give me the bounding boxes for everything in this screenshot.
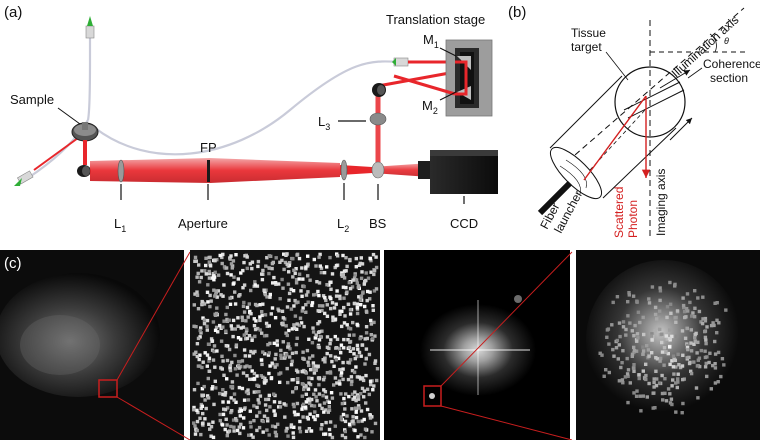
label-tissue-2: target (571, 40, 602, 54)
fiber-tip-reference (392, 57, 409, 67)
cylinder-top-edge (549, 75, 623, 149)
reference-beam-stage (455, 60, 468, 96)
leader-m1 (439, 47, 457, 57)
label-imaging-axis: Imaging axis (654, 169, 668, 236)
panel-c-images (0, 250, 760, 440)
label-tissue-1: Tissue (571, 26, 606, 40)
label-theta: θ (724, 36, 729, 46)
lens-l3 (369, 112, 387, 126)
leader-m2 (439, 91, 457, 101)
fiber-to-reference (94, 60, 401, 156)
theta-arc (709, 33, 717, 53)
leader-coherence (687, 67, 703, 79)
tissue-circle (614, 66, 686, 138)
illumination-axis-line (559, 7, 745, 169)
panel-label-a: (a) (4, 4, 22, 21)
ccd-camera (418, 150, 498, 194)
zoom-line-1a (116, 251, 191, 381)
fiber-top (86, 30, 92, 121)
reference-beam-return (393, 74, 456, 96)
label-coherence-1: Coherence (703, 57, 760, 71)
mirror-sample (77, 165, 91, 177)
panel-label-c: (c) (4, 255, 22, 272)
zoom-box-1 (98, 379, 118, 398)
label-bs: BS (369, 216, 387, 231)
main-beam-1 (90, 158, 340, 183)
fiber-launcher-bar (537, 180, 573, 216)
label-scattered-2: Photon (626, 200, 640, 238)
schematic-diagram: θ (537, 7, 745, 238)
leader-tissue (605, 51, 629, 81)
label-fp: FP (200, 140, 217, 155)
main-beam-3 (372, 163, 430, 177)
zoom-box-2 (423, 385, 442, 407)
lens-l1 (117, 159, 125, 183)
label-m1: M1 (423, 32, 439, 50)
translation-stage (445, 39, 493, 117)
cylinder-bottom-edge (602, 127, 677, 199)
lens-l2 (340, 159, 348, 181)
illumination-ray (33, 137, 79, 171)
label-l3: L3 (318, 114, 330, 132)
label-ccd: CCD (450, 216, 478, 231)
leader-sample (57, 107, 81, 125)
label-l2: L2 (337, 216, 349, 234)
incident-photon-ray (583, 95, 647, 181)
label-aperture: Aperture (178, 216, 228, 231)
zoom-line-2b (440, 405, 573, 440)
zoom-line-2a (440, 251, 573, 387)
main-beam-2 (340, 165, 372, 175)
sample-holder (71, 122, 99, 142)
fiber-tip-top (85, 16, 95, 39)
fiber-tip-left (14, 170, 34, 186)
label-translation-stage: Translation stage (386, 12, 485, 27)
zoom-line-1b (116, 396, 191, 440)
label-l1: L1 (114, 216, 126, 234)
label-m2: M2 (422, 98, 438, 116)
label-coherence-2: section (710, 71, 748, 85)
mirror-reference (372, 83, 386, 97)
panel-label-b: (b) (508, 4, 526, 21)
label-sample: Sample (10, 92, 54, 107)
beam-splitter (371, 161, 385, 179)
aperture-plate (207, 160, 210, 182)
label-scattered-1: Scattered (612, 187, 626, 238)
